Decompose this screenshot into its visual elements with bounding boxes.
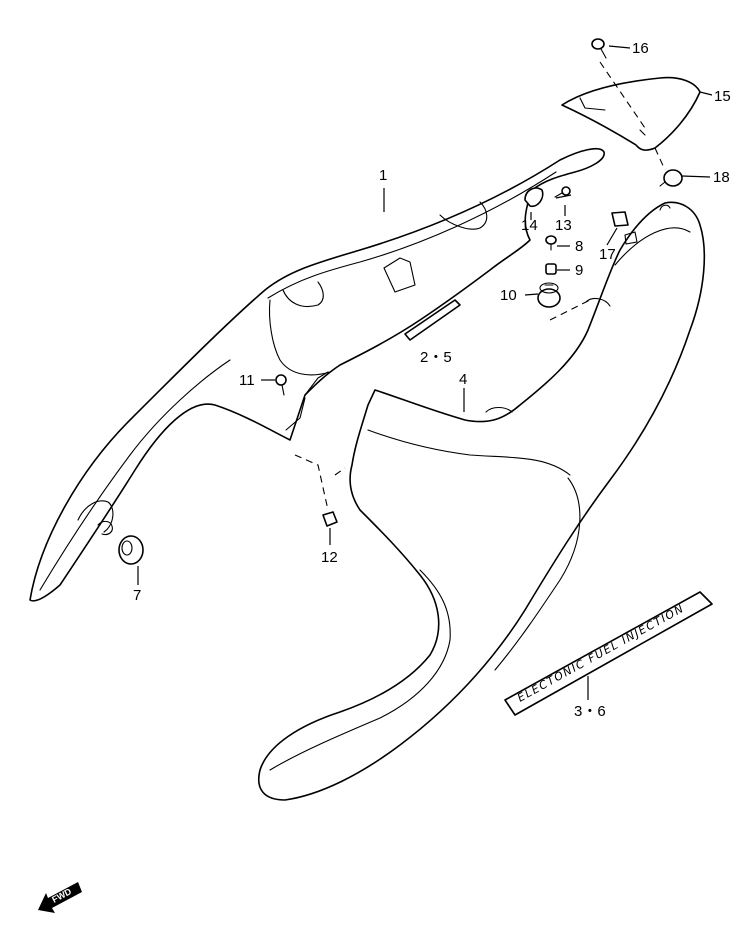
- screw-13: [554, 186, 571, 198]
- screw-11: [275, 374, 287, 396]
- callout-11: 11: [239, 372, 255, 389]
- callout-3-6: 3・6: [574, 703, 606, 720]
- callout-8: 8: [575, 238, 583, 255]
- cover-cap: [561, 76, 701, 151]
- callout-9: 9: [575, 262, 583, 279]
- callout-4: 4: [459, 371, 467, 388]
- bracket-14: [524, 187, 544, 208]
- callout-12: 12: [321, 549, 338, 566]
- callout-13: 13: [555, 217, 572, 234]
- frame-cover-right: [258, 201, 706, 801]
- clip-17: [611, 211, 638, 245]
- collar-9: [545, 263, 557, 275]
- grommet-10: [537, 282, 561, 308]
- screw-8: [545, 235, 557, 251]
- strip-2-5: [404, 299, 461, 341]
- decal-3-6: ELECTONIC FUEL INJECTION: [504, 591, 713, 716]
- callout-1: 1: [379, 167, 387, 184]
- cushion-7: [118, 535, 144, 565]
- screw-16: [591, 38, 607, 59]
- callout-15: 15: [714, 88, 731, 105]
- callout-labels: 1 2・5 3・6 4 7 8 9 10 11 12 13 14 15 16 1…: [133, 40, 731, 720]
- assembly-lines: [294, 61, 666, 511]
- callout-7: 7: [133, 587, 141, 604]
- callout-16: 16: [632, 40, 649, 57]
- callout-14: 14: [521, 217, 538, 234]
- callout-10: 10: [500, 287, 517, 304]
- bolt-18: [659, 169, 683, 187]
- leader-lines: [137, 45, 713, 700]
- fwd-arrow-icon: FWD: [38, 882, 82, 913]
- frame-cover-left: [29, 148, 605, 602]
- callout-17: 17: [599, 246, 616, 263]
- callout-18: 18: [713, 169, 730, 186]
- nut-12: [322, 511, 338, 527]
- callout-2-5: 2・5: [420, 349, 452, 366]
- decal-label: ELECTONIC FUEL INJECTION: [515, 602, 687, 705]
